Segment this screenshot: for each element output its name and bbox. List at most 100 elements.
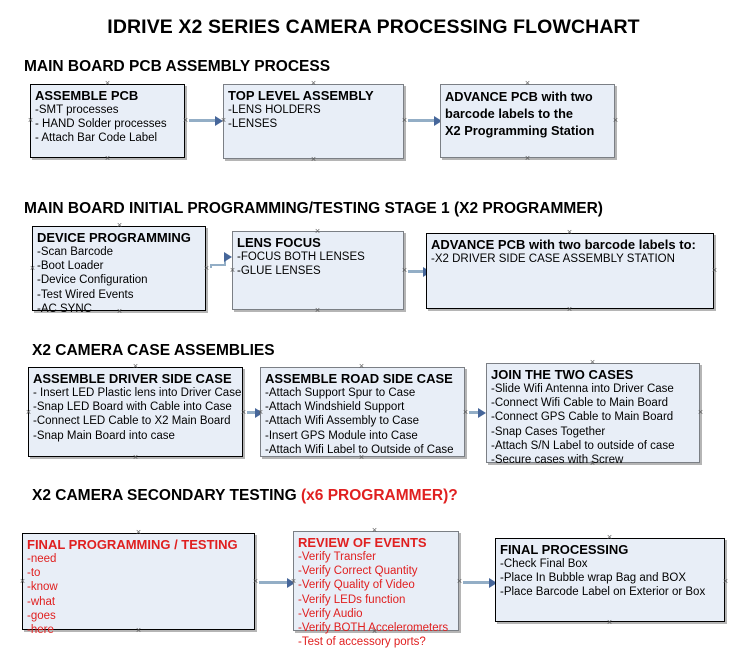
- selection-handle-top[interactable]: [589, 359, 596, 366]
- selection-handle-left[interactable]: [257, 409, 264, 416]
- box-line: -Attach Windshield Support: [265, 401, 405, 414]
- box-line: -what: [27, 595, 56, 608]
- selection-handle-left[interactable]: [290, 578, 297, 585]
- box-title-line: barcode labels to the: [445, 106, 574, 121]
- box-title: ASSEMBLE PCB: [35, 88, 139, 103]
- box-line: - HAND Solder processes: [35, 118, 167, 131]
- box-line: -Device Configuration: [37, 274, 148, 287]
- selection-handle-bottom[interactable]: [135, 627, 142, 634]
- box-line: -Verify LEDs function: [298, 593, 406, 606]
- selection-handle-right[interactable]: [697, 409, 704, 416]
- box-line: -AC SYNC: [37, 302, 92, 315]
- box-title: ASSEMBLE ROAD SIDE CASE: [265, 371, 453, 386]
- selection-handle-bottom[interactable]: [524, 155, 531, 162]
- flow-box-top-level-assembly[interactable]: TOP LEVEL ASSEMBLY -LENS HOLDERS -LENSES: [223, 84, 404, 159]
- flow-box-assemble-road-side-case[interactable]: ASSEMBLE ROAD SIDE CASE -Attach Support …: [260, 367, 465, 457]
- selection-handle-bottom[interactable]: [314, 307, 321, 314]
- connector-arrowhead-icon: [224, 252, 232, 262]
- flow-box-review-of-events[interactable]: REVIEW OF EVENTS -Verify Transfer -Verif…: [293, 531, 459, 648]
- box-title-line: X2 Programming Station: [445, 123, 595, 138]
- flow-box-assemble-driver-side-case[interactable]: ASSEMBLE DRIVER SIDE CASE - Insert LED P…: [28, 367, 243, 457]
- connector-arrow: [210, 264, 226, 266]
- selection-handle-left[interactable]: [25, 409, 32, 416]
- selection-handle-top[interactable]: [566, 229, 573, 236]
- page-title: IDRIVE X2 SERIES CAMERA PROCESSING FLOWC…: [107, 16, 640, 38]
- flow-box-join-the-two-cases[interactable]: JOIN THE TWO CASES -Slide Wifi Antenna i…: [486, 363, 700, 466]
- connector-arrowhead-icon: [478, 408, 486, 418]
- selection-handle-top[interactable]: [358, 363, 365, 370]
- box-line: -Snap LED Board with Cable into Case: [33, 401, 232, 414]
- box-line: -Attach Wifi Assembly to Case: [265, 415, 420, 428]
- box-line: -need: [27, 553, 57, 565]
- connector-arrow: [463, 581, 493, 584]
- section-heading-text: X2 CAMERA SECONDARY TESTING: [32, 487, 301, 504]
- flow-box-advance-pcb-driver-side[interactable]: ADVANCE PCB with two barcode labels to: …: [426, 233, 714, 309]
- selection-handle-right[interactable]: [722, 578, 729, 585]
- box-line: -Snap Main Board into case: [33, 429, 175, 442]
- flow-box-assemble-pcb[interactable]: ASSEMBLE PCB -SMT processes - HAND Solde…: [30, 84, 185, 158]
- connector-arrowhead-icon: [215, 116, 223, 126]
- selection-handle-left[interactable]: [220, 117, 227, 124]
- box-line: -Attach S/N Label to outside of case: [491, 439, 675, 452]
- selection-handle-bottom[interactable]: [104, 155, 111, 162]
- flow-box-lens-focus[interactable]: LENS FOCUS -FOCUS BOTH LENSES -GLUE LENS…: [232, 231, 404, 310]
- selection-handle-top[interactable]: [606, 534, 613, 541]
- section-heading-pcb-assembly: MAIN BOARD PCB ASSEMBLY PROCESS: [24, 58, 331, 75]
- selection-handle-bottom[interactable]: [116, 308, 123, 315]
- box-line: -Boot Loader: [37, 260, 104, 273]
- box-line: -LENS HOLDERS: [228, 104, 321, 116]
- selection-handle-bottom[interactable]: [310, 156, 317, 163]
- selection-handle-top[interactable]: [135, 529, 142, 536]
- selection-handle-right[interactable]: [182, 117, 189, 124]
- box-title: ADVANCE PCB with two barcode labels to:: [431, 237, 696, 252]
- box-line: - Insert LED Plastic lens into Driver Ca…: [33, 387, 242, 399]
- selection-handle-bottom[interactable]: [132, 454, 139, 461]
- selection-handle-left[interactable]: [229, 267, 236, 274]
- selection-handle-bottom[interactable]: [371, 628, 378, 635]
- selection-handle-right[interactable]: [252, 578, 259, 585]
- flow-box-final-processing[interactable]: FINAL PROCESSING -Check Final Box -Place…: [495, 538, 725, 622]
- box-line: -know: [27, 581, 58, 594]
- selection-handle-right[interactable]: [612, 117, 619, 124]
- selection-handle-top[interactable]: [310, 80, 317, 87]
- box-line: -X2 DRIVER SIDE CASE ASSEMBLY STATION: [431, 253, 675, 265]
- flow-box-final-programming-testing[interactable]: FINAL PROGRAMMING / TESTING -need -to -k…: [22, 533, 255, 636]
- selection-handle-bottom[interactable]: [358, 454, 365, 461]
- selection-handle-top[interactable]: [132, 363, 139, 370]
- connector-arrow: [189, 119, 217, 122]
- flow-box-device-programming[interactable]: DEVICE PROGRAMMING -Scan Barcode -Boot L…: [32, 226, 206, 315]
- section-heading-secondary-testing: X2 CAMERA SECONDARY TESTING (x6 PROGRAMM…: [32, 487, 458, 505]
- selection-handle-right[interactable]: [240, 409, 247, 416]
- section-heading-red-suffix: (x6 PROGRAMMER)?: [301, 487, 458, 504]
- selection-handle-top[interactable]: [116, 222, 123, 229]
- selection-handle-top[interactable]: [314, 228, 321, 235]
- box-line: -Connect Wifi Cable to Main Board: [491, 397, 669, 410]
- selection-handle-left[interactable]: [27, 117, 34, 124]
- selection-handle-right[interactable]: [456, 578, 463, 585]
- box-line: -FOCUS BOTH LENSES: [237, 251, 365, 263]
- selection-handle-right[interactable]: [401, 267, 408, 274]
- box-line: -goes: [27, 609, 56, 622]
- flow-box-advance-pcb-programming-station[interactable]: ADVANCE PCB with two barcode labels to t…: [440, 84, 615, 158]
- box-line: -Test Wired Events: [37, 288, 134, 301]
- selection-handle-left[interactable]: [29, 265, 36, 272]
- selection-handle-right[interactable]: [203, 265, 210, 272]
- box-title: DEVICE PROGRAMMING: [37, 230, 191, 245]
- selection-handle-left[interactable]: [19, 578, 26, 585]
- selection-handle-top[interactable]: [371, 527, 378, 534]
- connector-arrow: [247, 411, 261, 414]
- selection-handle-bottom[interactable]: [606, 619, 613, 626]
- selection-handle-right[interactable]: [462, 409, 469, 416]
- selection-handle-right[interactable]: [711, 267, 718, 274]
- box-title: ASSEMBLE DRIVER SIDE CASE: [33, 371, 232, 386]
- selection-handle-top[interactable]: [524, 80, 531, 87]
- box-title: ADVANCE PCB with two: [445, 89, 593, 104]
- box-title: TOP LEVEL ASSEMBLY: [228, 88, 374, 103]
- selection-handle-top[interactable]: [104, 80, 111, 87]
- box-line: -Insert GPS Module into Case: [265, 429, 418, 442]
- selection-handle-bottom[interactable]: [566, 306, 573, 313]
- box-line: -SMT processes: [35, 104, 119, 116]
- selection-handle-bottom[interactable]: [589, 460, 596, 467]
- selection-handle-right[interactable]: [401, 117, 408, 124]
- box-line: -Verify Audio: [298, 607, 363, 620]
